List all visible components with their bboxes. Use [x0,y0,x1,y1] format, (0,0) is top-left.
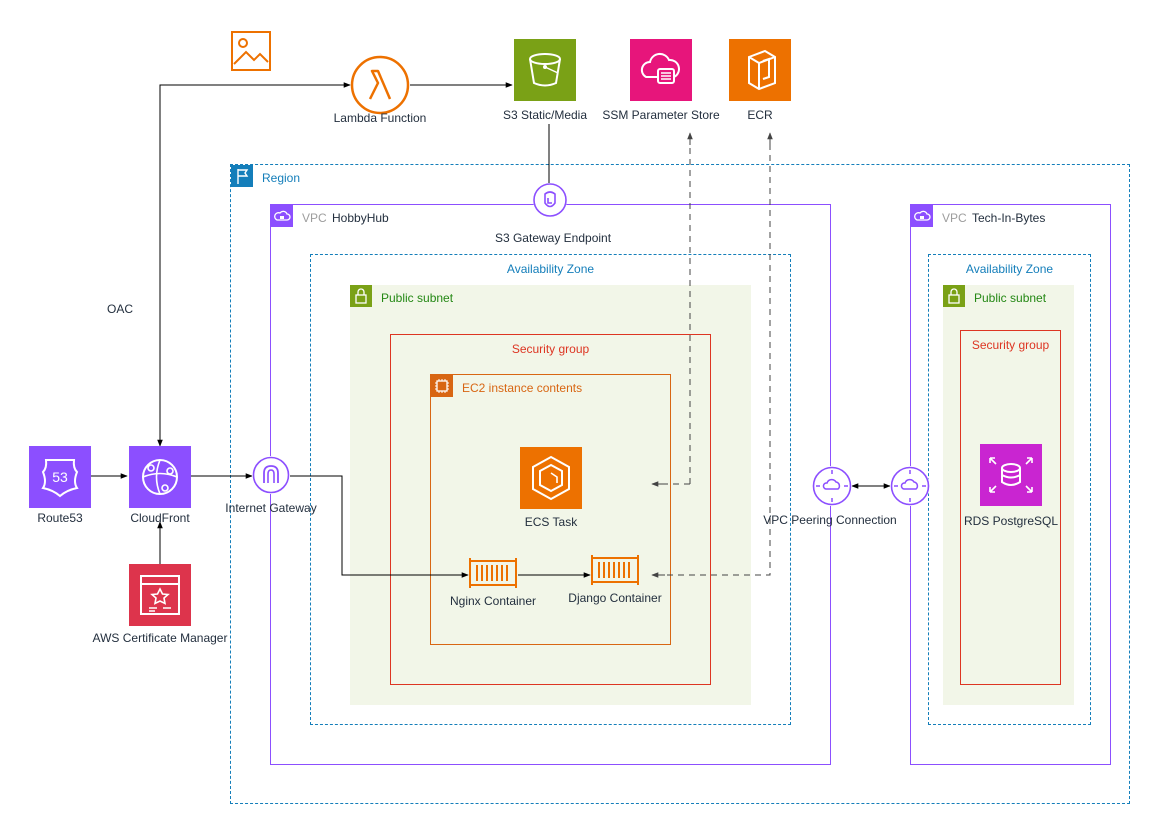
peering-label: VPC Peering Connection [763,513,897,527]
oac-label: OAC [107,302,134,316]
svg-text:53: 53 [52,469,68,485]
subnet-label: Public subnet [974,291,1047,305]
internet-gateway-icon[interactable] [252,456,290,494]
ec2-instance-group: EC2 instance contents [430,374,671,645]
cloudfront-label: CloudFront [130,511,190,525]
s3-bucket-icon[interactable] [514,39,576,101]
ecs-task-icon[interactable] [520,447,582,509]
peering-connection-icon[interactable] [890,466,930,506]
django-label: Django Container [568,591,662,605]
ec2-chip-icon [431,375,453,397]
edge-ssm-ecs [652,133,691,485]
cloudfront-icon[interactable] [129,446,191,508]
security-group-right: Security group [960,330,1061,685]
vpc-cloud-icon [911,205,933,227]
route53-label: Route53 [37,511,83,525]
ecr-label: ECR [747,108,773,122]
certificate-manager-icon[interactable] [129,564,191,626]
ec2-label: EC2 instance contents [462,381,583,395]
az-label: Availability Zone [506,262,595,276]
image-icon [230,30,272,72]
acm-label: AWS Certificate Manager [92,631,228,645]
edge-ecr-django [652,133,771,576]
lock-icon [350,285,372,307]
lambda-icon[interactable] [350,55,410,115]
subnet-label: Public subnet [381,291,454,305]
edge-igw-nginx [290,475,469,578]
rds-postgresql-icon[interactable] [980,444,1042,506]
nginx-label: Nginx Container [449,594,537,608]
s3-gateway-endpoint-icon[interactable] [533,183,567,217]
django-container-icon[interactable] [590,553,640,587]
s3-label: S3 Static/Media [502,108,588,122]
sg-label: Security group [971,338,1050,352]
igw-label: Internet Gateway [225,501,317,515]
ecr-icon[interactable] [729,39,791,101]
nginx-container-icon[interactable] [468,556,518,590]
edge-cloudfront-lambda [157,82,351,447]
peering-connection-icon[interactable] [812,466,852,506]
rds-label: RDS PostgreSQL [963,514,1059,528]
ssm-parameter-store-icon[interactable] [630,39,692,101]
az-label: Availability Zone [965,262,1054,276]
s3-endpoint-label: S3 Gateway Endpoint [494,231,612,245]
security-group-left: Security group [390,334,711,685]
ssm-label: SSM Parameter Store [602,108,720,122]
vpc-name-label: Tech-In-Bytes [972,211,1046,225]
ecs-task-label: ECS Task [524,515,578,529]
sg-label: Security group [511,342,590,356]
lambda-label: Lambda Function [333,111,427,125]
route53-icon[interactable]: 53 [29,446,91,508]
lock-icon [943,285,965,307]
availability-zone-left: Availability Zone [310,254,791,725]
vpc-prefix-label: VPC [942,211,967,225]
